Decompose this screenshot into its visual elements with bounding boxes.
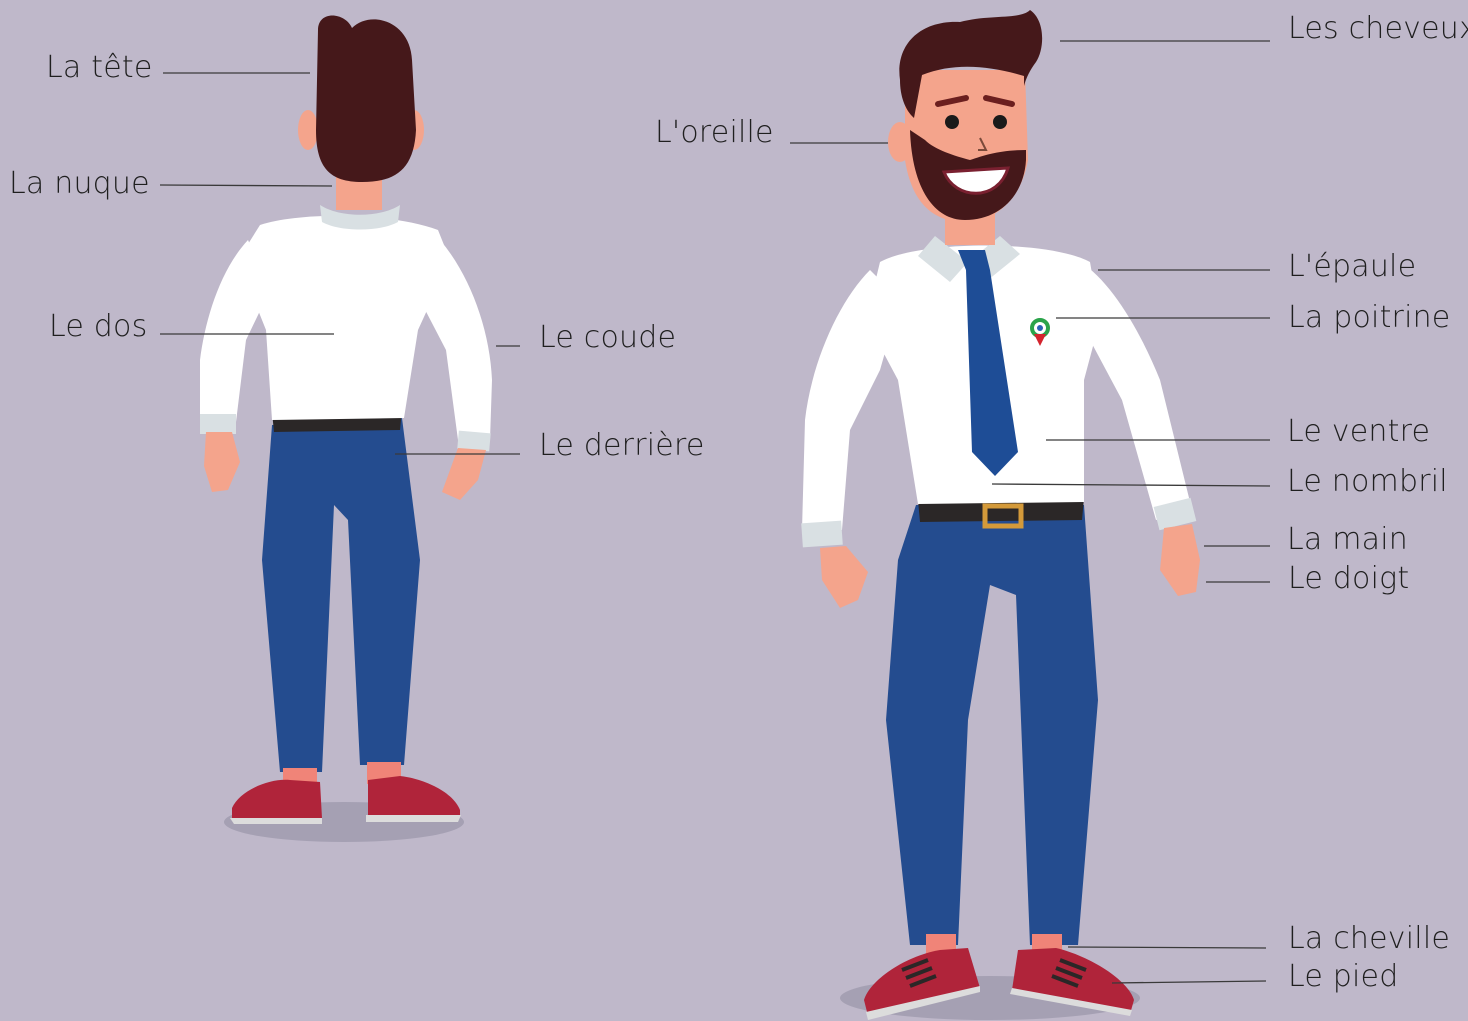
label-tete: La tête [46,53,152,83]
label-cheville: La cheville [1288,924,1450,954]
front-figure-left-cuff [801,521,843,548]
label-nombril: Le nombril [1287,467,1448,497]
label-doigt: Le doigt [1288,564,1409,594]
label-derriere: Le derrière [539,431,704,461]
back-figure-head-hair [316,16,416,183]
front-figure-left-eye [945,115,959,129]
label-main: La main [1287,525,1408,555]
front-figure-pants [886,505,1098,945]
leader-line-nuque [160,185,332,186]
back-figure-right-hand [442,448,486,500]
front-figure-left-hand [820,546,868,608]
label-coude: Le coude [539,323,676,353]
back-figure-left-cuff [200,414,236,434]
front-figure-right-arm [1080,262,1192,520]
leader-line-cheville [1068,947,1266,948]
back-figure-right-sole [366,815,461,822]
label-ventre: Le ventre [1287,417,1430,447]
back-figure-left-ear [298,110,318,150]
label-oreille: L'oreille [655,118,774,148]
back-figure-shirt [238,216,450,420]
front-figure-right-hand [1160,524,1200,596]
front-view-figure [801,10,1200,1020]
back-figure-pants [262,418,420,772]
back-figure-left-hand [204,432,240,492]
label-poitrine: La poitrine [1288,303,1450,333]
front-figure-right-eye [993,115,1007,129]
label-nuque: La nuque [9,169,150,199]
label-epaule: L'épaule [1288,252,1416,282]
label-dos: Le dos [49,312,147,342]
back-figure-left-sole [230,818,322,824]
back-view-figure [200,16,492,843]
back-figure-right-shoe [368,776,460,816]
back-figure-left-shoe [232,780,322,818]
leader-line-pied [1112,981,1266,983]
back-figure-right-cuff [457,431,490,452]
label-pied: Le pied [1288,962,1398,992]
label-cheveux: Les cheveux [1288,14,1468,44]
